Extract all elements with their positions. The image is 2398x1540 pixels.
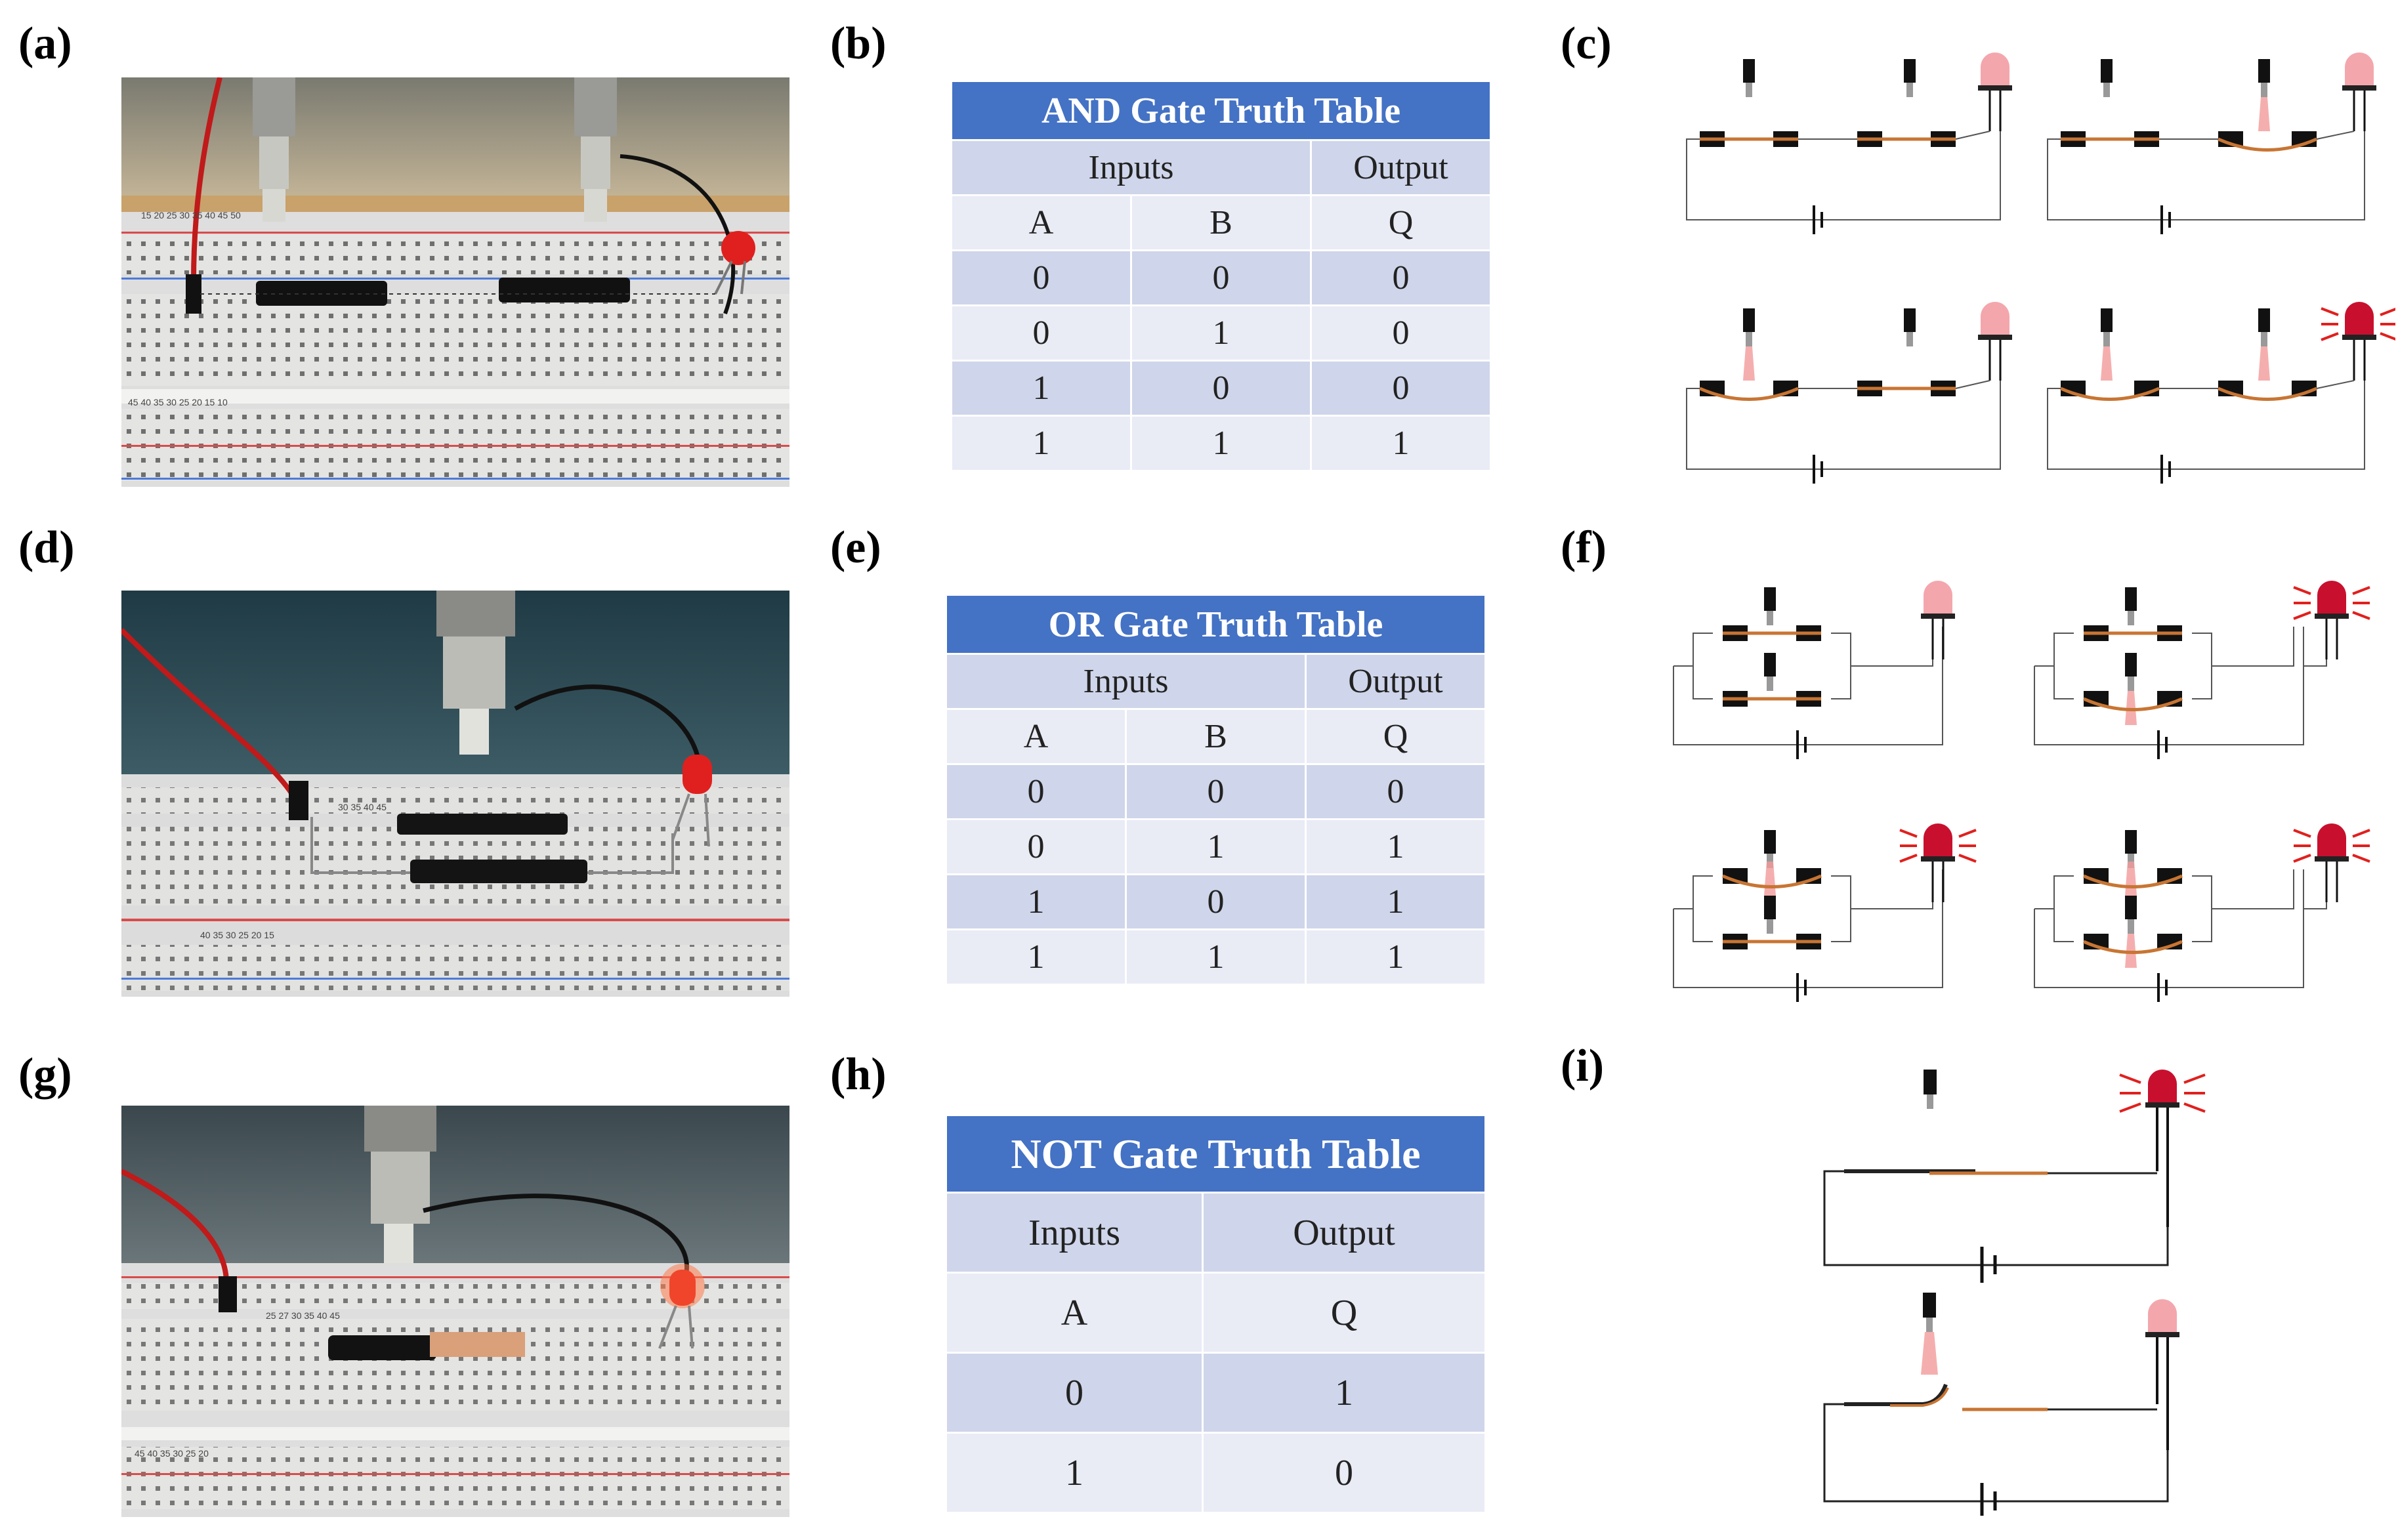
and-circuit-svg <box>1686 51 2395 485</box>
not-inputs-header: Inputs <box>945 1192 1204 1274</box>
or-output-header: Output <box>1304 653 1487 710</box>
table-cell: 1 <box>945 928 1127 986</box>
table-cell: 1 <box>1304 873 1487 930</box>
or-inputs-header: Inputs <box>945 653 1307 710</box>
and-col-a: A <box>950 194 1132 251</box>
table-cell: 0 <box>1130 360 1312 417</box>
table-cell: 0 <box>1125 873 1307 930</box>
or-circuit-diagrams <box>1667 577 2395 1017</box>
panel-label-h: (h) <box>830 1049 887 1100</box>
not-circuit-svg <box>1823 1070 2206 1516</box>
table-row: 1 1 1 <box>945 928 1487 986</box>
breadboard-numbers-d-bottom: 40 35 30 25 20 15 <box>200 930 274 940</box>
or-col-b: B <box>1125 708 1307 765</box>
table-row: 1 0 <box>945 1432 1486 1514</box>
not-truth-table: NOT Gate Truth Table Inputs Output A Q 0… <box>945 1114 1486 1514</box>
table-cell: 1 <box>1304 818 1487 875</box>
table-cell: 0 <box>1125 763 1307 820</box>
and-col-q: Q <box>1310 194 1492 251</box>
not-circuit-diagrams <box>1798 1056 2258 1516</box>
table-row: 0 0 0 <box>950 249 1492 306</box>
table-cell: 0 <box>1310 360 1492 417</box>
table-cell: 0 <box>1130 249 1312 306</box>
table-cell: 0 <box>945 1352 1204 1434</box>
table-cell: 1 <box>1202 1352 1486 1434</box>
panel-label-i: (i) <box>1561 1041 1605 1091</box>
panel-label-a: (a) <box>18 18 72 69</box>
table-cell: 0 <box>1310 304 1492 362</box>
and-output-header: Output <box>1310 139 1492 196</box>
table-cell: 0 <box>945 763 1127 820</box>
table-row: 0 1 <box>945 1352 1486 1434</box>
photo-or-gate-breadboard: 30 35 40 45 40 35 30 25 20 15 <box>121 591 789 997</box>
table-cell: 0 <box>1310 249 1492 306</box>
table-row: 0 1 0 <box>950 304 1492 362</box>
and-col-b: B <box>1130 194 1312 251</box>
and-circuit-diagrams <box>1667 39 2395 486</box>
table-row: 0 0 0 <box>945 763 1487 820</box>
not-output-header: Output <box>1202 1192 1486 1274</box>
breadboard-numbers-a-bottom: 45 40 35 30 25 20 15 10 <box>128 397 228 407</box>
table-cell: 1 <box>1130 304 1312 362</box>
table-row: 1 0 0 <box>950 360 1492 417</box>
table-cell: 0 <box>950 249 1132 306</box>
table-cell: 1 <box>1310 415 1492 472</box>
panel-label-g: (g) <box>18 1049 72 1100</box>
table-cell: 1 <box>945 873 1127 930</box>
and-table-title: AND Gate Truth Table <box>950 80 1492 141</box>
table-row: 0 1 1 <box>945 818 1487 875</box>
breadboard-numbers-a-top: 15 20 25 30 35 40 45 50 <box>141 210 241 220</box>
or-col-q: Q <box>1304 708 1487 765</box>
or-table-title: OR Gate Truth Table <box>944 594 1487 655</box>
table-row: 1 1 1 <box>950 415 1492 472</box>
breadboard-numbers-g-bottom: 45 40 35 30 25 20 <box>135 1448 209 1459</box>
table-cell: 1 <box>1304 928 1487 986</box>
table-cell: 0 <box>1202 1432 1486 1514</box>
photo-and-gate-breadboard: 15 20 25 30 35 40 45 50 45 40 35 30 25 2… <box>121 77 789 487</box>
and-truth-table: AND Gate Truth Table Inputs Output A B Q… <box>950 80 1492 472</box>
panel-label-b: (b) <box>830 18 887 69</box>
and-inputs-header: Inputs <box>950 139 1312 196</box>
or-circuit-svg <box>1667 579 2371 1003</box>
table-cell: 1 <box>945 1432 1204 1514</box>
table-cell: 0 <box>950 304 1132 362</box>
table-cell: 1 <box>1125 818 1307 875</box>
table-cell: 1 <box>1125 928 1307 986</box>
table-cell: 1 <box>1130 415 1312 472</box>
not-col-a: A <box>945 1272 1204 1354</box>
breadboard-numbers-g-top: 25 27 30 35 40 45 <box>266 1310 340 1321</box>
panel-label-f: (f) <box>1561 522 1607 573</box>
table-cell: 1 <box>950 415 1132 472</box>
or-truth-table: OR Gate Truth Table Inputs Output A B Q … <box>944 594 1487 986</box>
not-table-title: NOT Gate Truth Table <box>945 1114 1486 1194</box>
not-col-q: Q <box>1202 1272 1486 1354</box>
panel-label-e: (e) <box>830 522 881 573</box>
photo-not-gate-breadboard: 25 27 30 35 40 45 45 40 35 30 25 20 <box>121 1106 789 1517</box>
table-cell: 0 <box>1304 763 1487 820</box>
panel-label-d: (d) <box>18 522 75 573</box>
table-row: 1 0 1 <box>945 873 1487 930</box>
breadboard-numbers-d-top: 30 35 40 45 <box>338 802 387 812</box>
panel-label-c: (c) <box>1561 18 1612 69</box>
table-cell: 1 <box>950 360 1132 417</box>
table-cell: 0 <box>945 818 1127 875</box>
or-col-a: A <box>945 708 1127 765</box>
